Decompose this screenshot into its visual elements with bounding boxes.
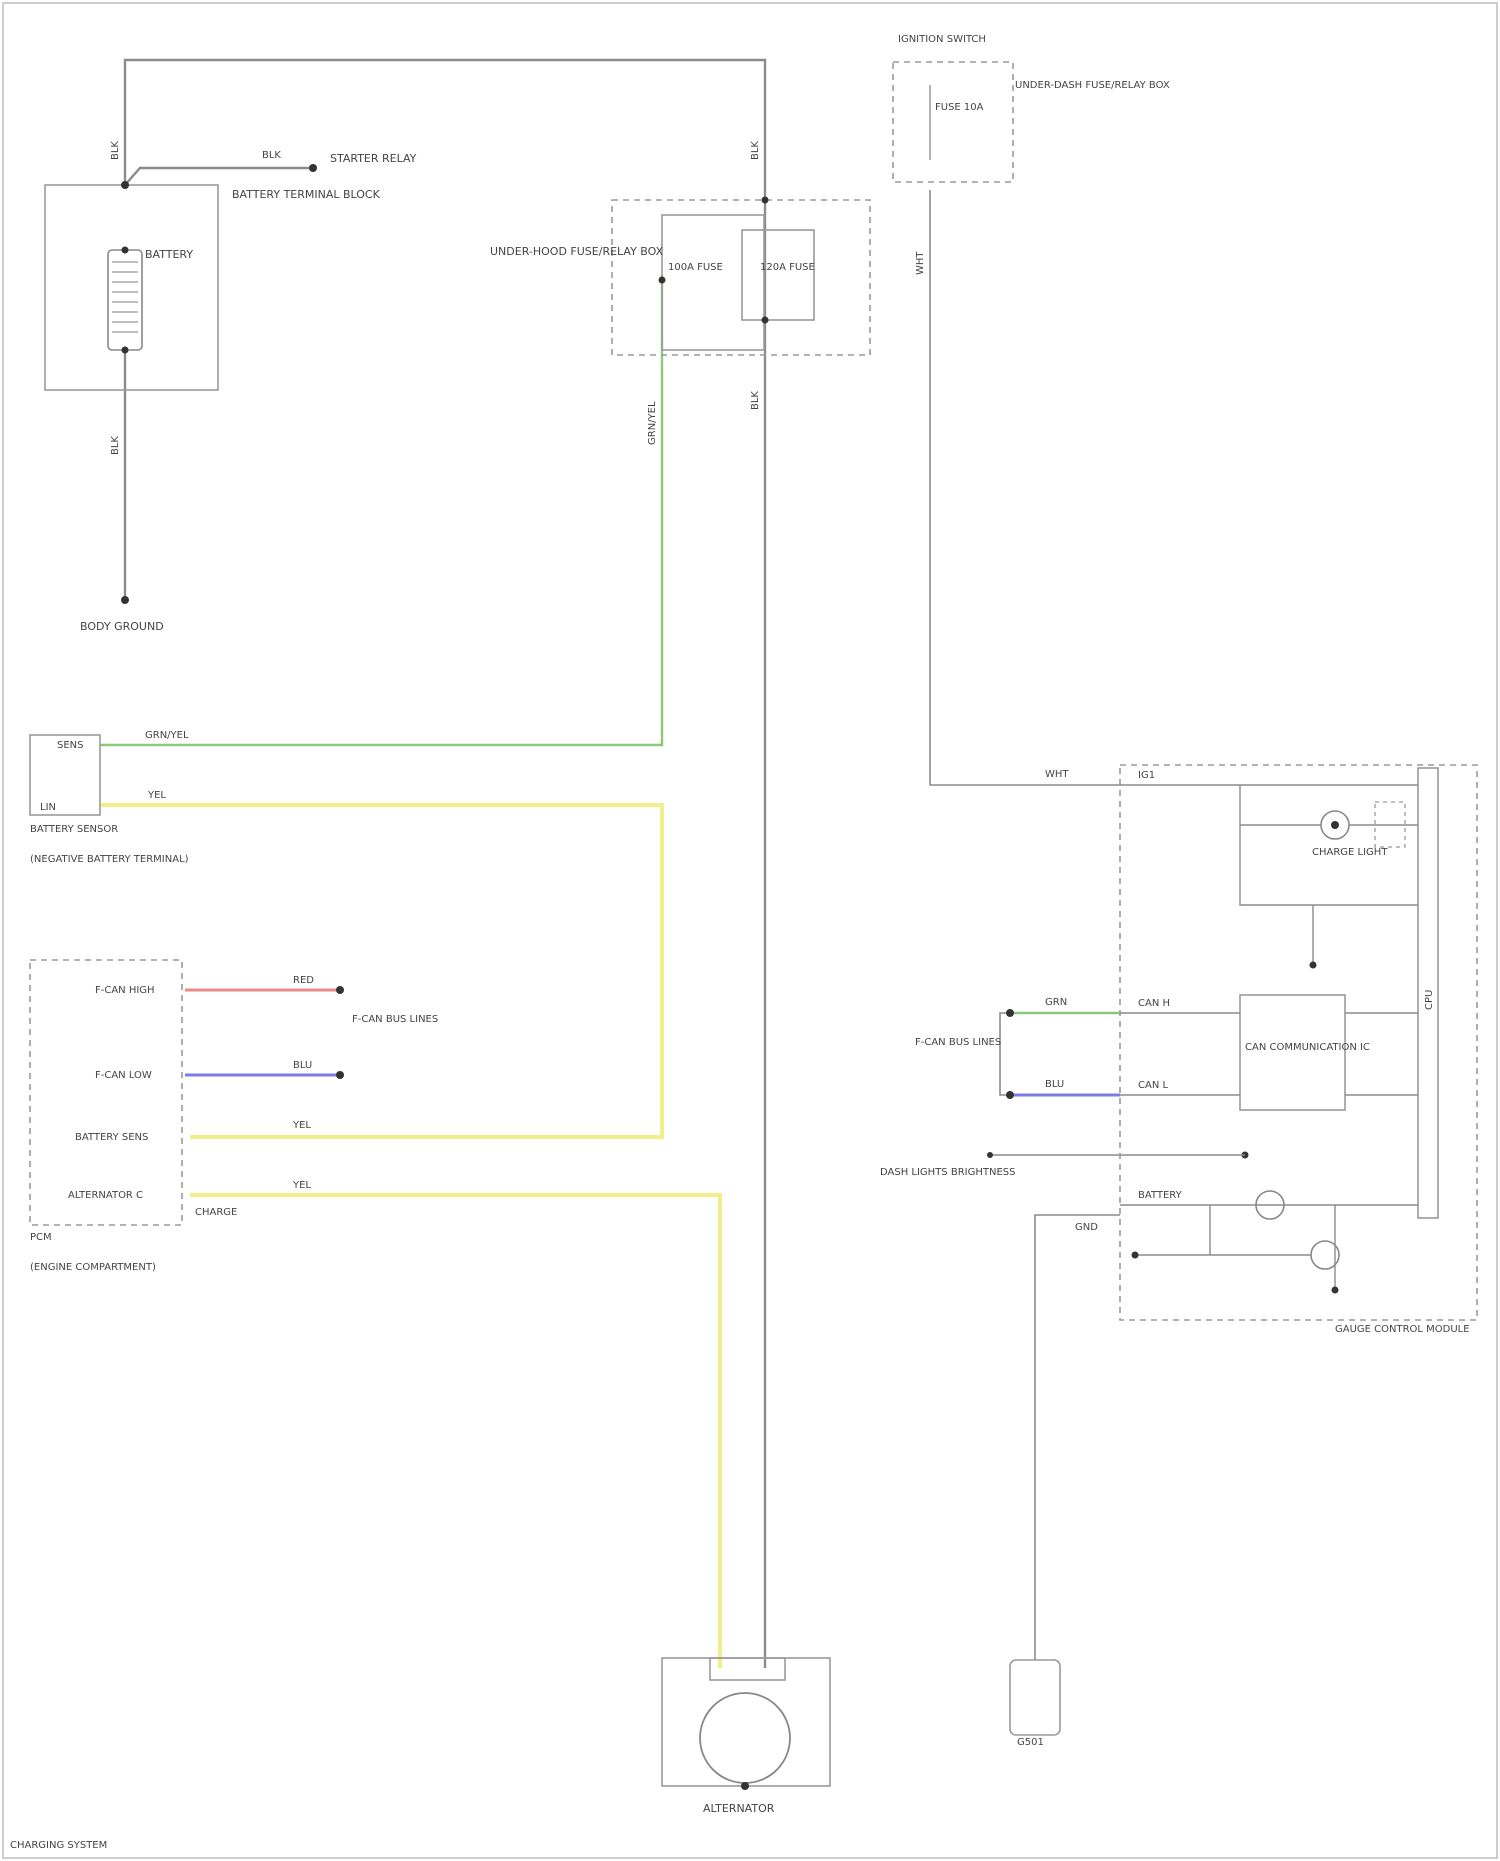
pcm-pin-battery-sens: BATTERY SENS: [75, 1132, 148, 1143]
ground-line-node: [1132, 1252, 1139, 1259]
charge-ground-node: [1310, 962, 1317, 969]
fcan-right-label: F-CAN BUS LINES: [915, 1037, 1001, 1048]
battery-top-node: [122, 247, 129, 254]
ground-g501-symbol: [1010, 1660, 1060, 1735]
pcm-sublabel: (ENGINE COMPARTMENT): [30, 1262, 156, 1273]
fuse-bottom-node: [762, 317, 769, 324]
fcan-low-node: [336, 1071, 344, 1079]
wire-label-wht-2: WHT: [1045, 769, 1069, 780]
wire-green-sensor: [100, 275, 662, 745]
alternator-label: ALTERNATOR: [703, 1802, 775, 1815]
battery-cells: [112, 262, 138, 332]
fuse-left-node: [659, 277, 666, 284]
battery-sensor-pin-lin: LIN: [40, 802, 56, 813]
fuse-right-label: 120A FUSE: [760, 262, 815, 273]
battery-symbol: [108, 250, 142, 350]
wire-label-grnyel-2: GRN/YEL: [145, 730, 189, 741]
starter-relay-label: STARTER RELAY: [330, 152, 417, 165]
charge-light-label: CHARGE LIGHT: [1312, 847, 1388, 858]
pin-can-l: CAN L: [1138, 1080, 1168, 1091]
wire-white-ground: [1035, 1215, 1120, 1660]
wire-battery-to-starter: [125, 168, 310, 185]
pcm-pin-fcan-low: F-CAN LOW: [95, 1070, 152, 1081]
battery-positive-node: [121, 181, 129, 189]
wire-label-blk-4: BLK: [750, 141, 761, 160]
wire-label-blu-2: BLU: [1045, 1079, 1064, 1090]
pin-ig1: IG1: [1138, 770, 1155, 781]
wire-label-blu: BLU: [293, 1060, 312, 1071]
battery-label: BATTERY: [145, 248, 193, 261]
fuse-left-label: 100A FUSE: [668, 262, 723, 273]
under-hood-fuse-box-label: UNDER-HOOD FUSE/RELAY BOX: [490, 245, 664, 258]
charge-light-center: [1331, 821, 1339, 829]
wire-label-blk-2: BLK: [262, 150, 281, 161]
pcm-pin-alternator-sub: CHARGE: [195, 1207, 237, 1218]
ground-g501-label: G501: [1017, 1737, 1044, 1748]
fcan-high-node: [336, 986, 344, 994]
pcm-pin-alternator-c: ALTERNATOR C: [68, 1190, 143, 1201]
battery-terminal-block: [45, 185, 218, 390]
fcan-left-label: F-CAN BUS LINES: [352, 1014, 438, 1025]
ignition-label: IGNITION SWITCH: [898, 34, 986, 45]
pin-gnd: GND: [1075, 1222, 1098, 1233]
battery-sensor-sublabel: (NEGATIVE BATTERY TERMINAL): [30, 854, 189, 865]
footer-label: CHARGING SYSTEM: [10, 1840, 107, 1851]
fuse-inner-box: [662, 215, 764, 350]
wire-label-blk-5: BLK: [750, 391, 761, 410]
battery-sensor-pin-sens: SENS: [57, 740, 84, 751]
gauge-cpu-label: CPU: [1424, 990, 1435, 1010]
wire-label-yel-3: YEL: [292, 1180, 311, 1191]
body-ground-node: [121, 596, 129, 604]
pin-can-h: CAN H: [1138, 998, 1170, 1009]
pcm-box: [30, 960, 182, 1225]
transistor-ground-node: [1332, 1287, 1339, 1294]
wire-label-grn: GRN: [1045, 997, 1067, 1008]
dash-fuse-box-label: UNDER-DASH FUSE/RELAY BOX: [1015, 80, 1170, 91]
wire-label-yel-2: YEL: [292, 1120, 311, 1131]
pin-battery: BATTERY: [1138, 1190, 1183, 1201]
alternator-symbol: [700, 1693, 790, 1783]
wire-label-yel-1: YEL: [147, 790, 166, 801]
fuse-right-box: [742, 230, 814, 320]
wire-label-grnyel-1: GRN/YEL: [647, 401, 658, 445]
body-ground-label: BODY GROUND: [80, 620, 164, 633]
charge-light-sub-circuit: [1240, 785, 1418, 905]
wire-yellow-alternator: [190, 1195, 720, 1668]
fuse-top-node: [762, 197, 769, 204]
battery-sensor-label: BATTERY SENSOR: [30, 824, 118, 835]
wire-can-bus-vertical: [1000, 1013, 1010, 1095]
fcan-right-node-low: [1006, 1091, 1014, 1099]
starter-relay-node: [309, 164, 317, 172]
battery-terminal-block-label: BATTERY TERMINAL BLOCK: [232, 188, 381, 201]
wire-label-blk-1: BLK: [110, 141, 121, 160]
wire-white-ig: [930, 190, 1120, 785]
can-ic-label: CAN COMMUNICATION IC: [1245, 1042, 1370, 1053]
dash-fuse-box: [893, 62, 1013, 182]
wire-battery-positive: [125, 60, 765, 1668]
alternator-box: [662, 1658, 830, 1786]
dash-lights-label: DASH LIGHTS BRIGHTNESS: [880, 1167, 1015, 1178]
alternator-ground-node: [741, 1782, 749, 1790]
gauge-control-label: GAUGE CONTROL MODULE: [1335, 1324, 1470, 1335]
dash-fuse-label: FUSE 10A: [935, 102, 984, 113]
wire-label-wht-1: WHT: [915, 251, 926, 275]
page-border: [3, 3, 1497, 1858]
battery-bottom-node: [122, 347, 129, 354]
dash-lights-node: [987, 1152, 993, 1158]
fcan-right-node-high: [1006, 1009, 1014, 1017]
pcm-pin-fcan-high: F-CAN HIGH: [95, 985, 155, 996]
pcm-label: PCM: [30, 1232, 52, 1243]
under-hood-fuse-box: [612, 200, 870, 355]
wire-label-blk-3: BLK: [110, 436, 121, 455]
wire-label-red: RED: [293, 975, 314, 986]
